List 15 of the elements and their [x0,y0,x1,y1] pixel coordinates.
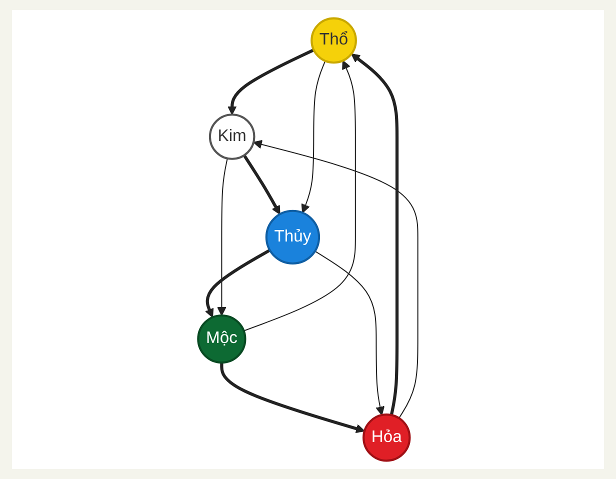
node-circle: Mộc [197,314,246,364]
arrow [253,140,418,418]
arrow [244,60,356,332]
arrow [217,158,228,316]
node-circle: Kim [208,114,256,160]
arrow [314,250,385,416]
arrow [301,60,326,214]
arrow [228,48,314,116]
node-circle: Hỏa [362,414,411,462]
arrow [205,248,271,318]
arrow [220,362,365,434]
arrow [242,154,280,215]
arrow [350,53,399,416]
node-circle: Thủy [265,210,320,265]
node-circle: Thổ [310,17,357,64]
